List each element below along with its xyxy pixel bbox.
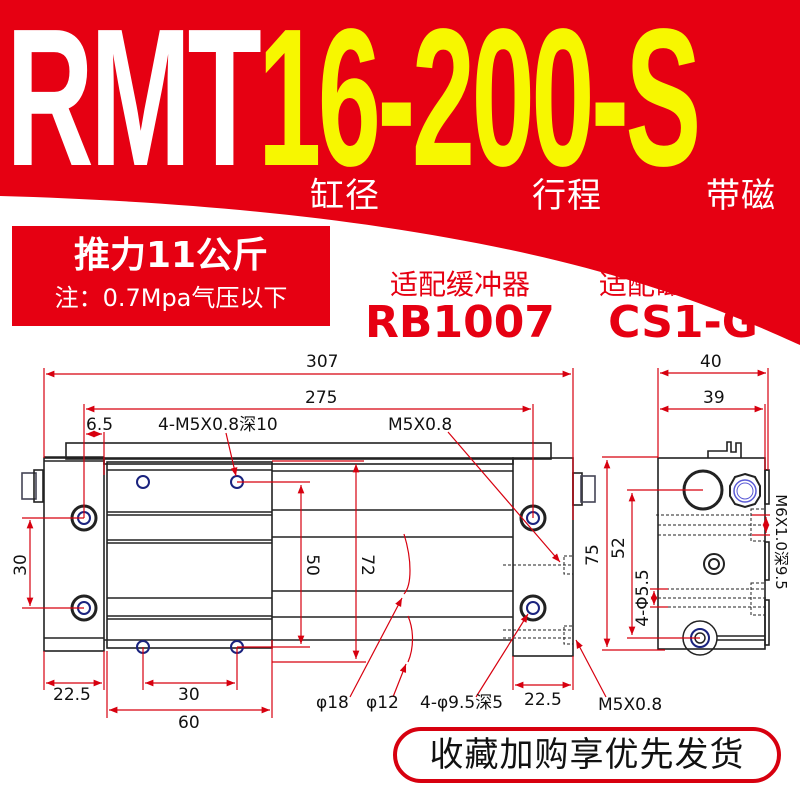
dim-end-view-height: 75 bbox=[583, 544, 603, 566]
switch-label: 适配磁性开关 bbox=[598, 268, 767, 301]
end-view bbox=[657, 441, 770, 656]
thrust-box: 推力11公斤 注：0.7Mpa气压以下 bbox=[12, 226, 330, 326]
dim-end-view-thru-hole: 4-Φ5.5 bbox=[633, 569, 653, 626]
dim-top-thread: 4-M5X0.8深10 bbox=[158, 415, 278, 435]
promo-badge: 收藏加购享优先发货 bbox=[393, 727, 781, 783]
model-spec: 16-200-S bbox=[258, 0, 701, 207]
dim-port-thread-bottom: M5X0.8 bbox=[598, 695, 662, 715]
dim-end-offset: 6.5 bbox=[86, 415, 113, 435]
thrust-title: 推力11公斤 bbox=[73, 235, 269, 276]
dim-hole-pitch: 30 bbox=[178, 685, 200, 705]
dim-end-view-width: 40 bbox=[700, 352, 722, 372]
dim-port-thread-top: M5X0.8 bbox=[388, 415, 452, 435]
dim-rod-dia-small: φ12 bbox=[366, 693, 399, 713]
dim-mount-height-inner: 50 bbox=[302, 554, 322, 576]
side-view bbox=[21, 442, 596, 657]
dim-rod-dia-large: φ18 bbox=[316, 693, 349, 713]
label-magnetic: 带磁 bbox=[706, 176, 776, 216]
thrust-note: 注：0.7Mpa气压以下 bbox=[54, 284, 288, 312]
dim-slider-length: 60 bbox=[178, 713, 200, 733]
dim-end-view-width-inner: 39 bbox=[703, 388, 725, 408]
dim-counterbore: 4-φ9.5深5 bbox=[420, 693, 503, 713]
label-bore: 缸径 bbox=[310, 176, 380, 216]
buffer-code: RB1007 bbox=[365, 297, 555, 348]
switch-code: CS1-G bbox=[608, 297, 758, 348]
dim-body-length: 275 bbox=[305, 388, 337, 408]
dim-end-view-thread: M6X1.0深9.5 bbox=[772, 494, 790, 589]
dim-mount-height-outer: 72 bbox=[357, 554, 377, 576]
dim-side-pitch: 30 bbox=[11, 554, 31, 576]
label-stroke: 行程 bbox=[532, 176, 602, 216]
dim-end-width-right: 22.5 bbox=[524, 690, 562, 710]
dim-end-view-hole-pitch: 52 bbox=[609, 537, 629, 559]
model-title: RMT 16-200-S bbox=[0, 0, 800, 196]
technical-drawing: 307 275 6.5 4-M5X0.8深10 M5X0.8 30 50 72 … bbox=[11, 352, 790, 733]
dim-end-width-left: 22.5 bbox=[53, 685, 91, 705]
model-prefix: RMT bbox=[6, 0, 262, 207]
buffer-label: 适配缓冲器 bbox=[389, 268, 530, 301]
dim-overall-length: 307 bbox=[306, 352, 338, 372]
